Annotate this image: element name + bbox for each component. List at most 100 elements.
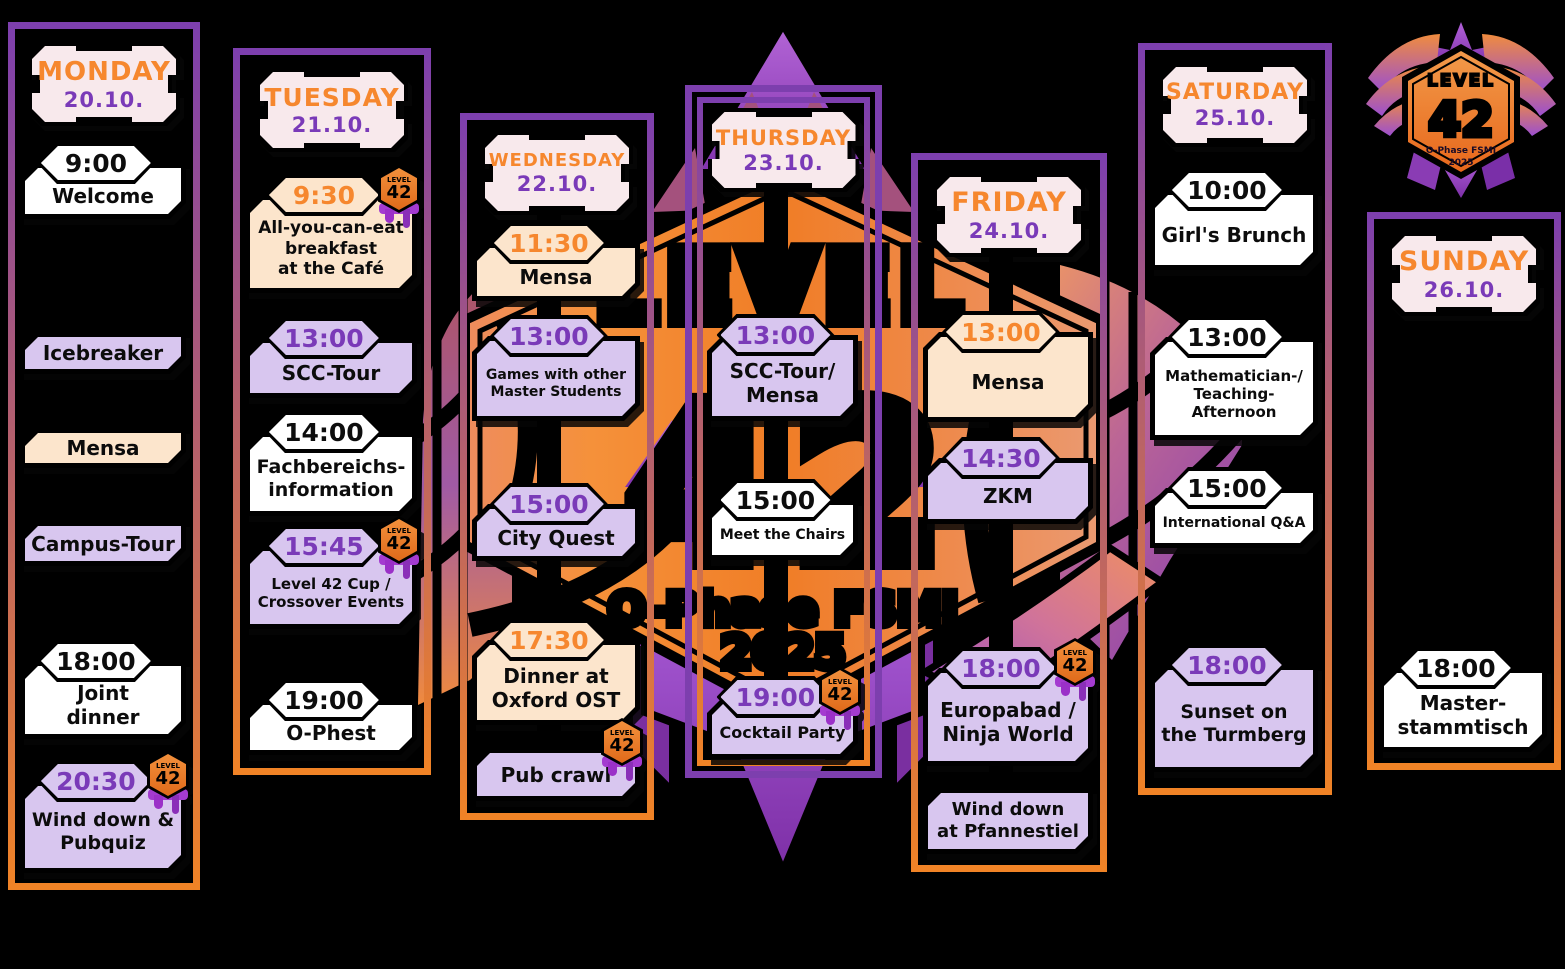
column-border-top (8, 22, 200, 29)
event-title: Girl's Brunch (1161, 223, 1307, 247)
day-column-thursday: THURSDAY 23.10. (685, 85, 882, 778)
paint-drip (626, 762, 633, 781)
event-time-badge: 14:30 (942, 437, 1060, 479)
event-time-badge: 15:00 (716, 479, 834, 521)
event-time: 19:00 (735, 682, 816, 712)
event-time: 13:00 (961, 317, 1041, 347)
paint-drip (608, 762, 617, 776)
paint-drip (826, 711, 835, 725)
event-title: Mensa (971, 370, 1045, 394)
column-border-left (8, 22, 15, 890)
paint-drip (385, 560, 394, 574)
column-border-top (911, 153, 1107, 160)
day-column-friday: FRIDAY 24.10. (911, 153, 1107, 872)
event-time: 19:00 (284, 685, 364, 715)
event-card: O-Phest 19:00 (245, 700, 417, 755)
event-title: Sunset on the Turmberg (1161, 700, 1307, 746)
column-border-right (424, 48, 431, 775)
event-card: Pub crawl LEVEL 42 (472, 718, 643, 801)
logo-sub2-text: 2025 (1448, 158, 1473, 168)
column-border-bottom (460, 813, 654, 820)
day-column-sunday: SUNDAY 26.10. (1367, 212, 1561, 770)
column-border-right (647, 113, 654, 820)
spike-diag-left2 (652, 148, 706, 212)
day-date: 26.10. (1423, 278, 1505, 302)
paint-drip (844, 711, 851, 730)
day-name: TUESDAY (264, 83, 400, 112)
event-title: SCC-Tour/ Mensa (729, 359, 836, 407)
day-date: 20.10. (63, 87, 145, 112)
event-time-badge: 15:00 (490, 483, 608, 525)
day-date: 23.10. (743, 150, 824, 175)
ticket-tab-bottom (76, 117, 132, 126)
event-title: Meet the Chairs (719, 526, 846, 543)
logo-sub1-text: O-Phase FSMI (1426, 146, 1496, 156)
event-card: SCC-Tour/ Mensa 13:00 (707, 335, 858, 421)
event-title: Mensa (519, 265, 593, 289)
column-border-right (193, 22, 200, 890)
ticket-tab-bottom (755, 183, 812, 192)
day-column-saturday: SATURDAY 25.10. (1138, 43, 1332, 795)
column-border-left (1138, 43, 1145, 795)
day-date: 25.10. (1194, 106, 1276, 130)
event-time-badge: 18:00 (1168, 644, 1286, 686)
event-title: All-you-can-eat breakfast at the Café (258, 218, 404, 280)
event-time-badge: 13:00 (490, 315, 608, 357)
paint-drip (1061, 682, 1070, 696)
column-border-bottom (911, 865, 1107, 872)
event-time-badge: 15:00 (1168, 467, 1286, 509)
event-card: Europabad / Ninja World 18:00 LEVEL 42 (923, 638, 1096, 766)
event-card: Girl's Brunch 10:00 (1150, 190, 1318, 270)
column-border-right (1554, 212, 1561, 770)
event-title: Dinner at Oxford OST (491, 663, 621, 712)
column-border-top (685, 85, 882, 92)
column-border-left (233, 48, 240, 775)
ticket-tab-top (755, 108, 812, 117)
event-time-badge: 10:00 (1168, 169, 1286, 211)
ticket-tab-top (76, 42, 132, 51)
column-border-left (1367, 212, 1374, 770)
day-date: 21.10. (291, 113, 373, 137)
event-time: 14:00 (284, 417, 364, 447)
event-time: 20:30 (56, 766, 136, 796)
column-border-bottom (1367, 763, 1561, 770)
paint-drip (1079, 682, 1086, 701)
event-title: Games with other Master Students (485, 366, 627, 400)
event-title: Wind down at Pfannestiel (937, 799, 1079, 842)
event-title: Joint dinner (66, 681, 140, 729)
event-card: All-you-can-eat breakfast at the Café 9:… (245, 165, 420, 293)
event-time-badge: 13:00 (716, 314, 834, 356)
event-time: 9:30 (292, 180, 356, 210)
day-header-saturday: SATURDAY 25.10. (1159, 63, 1311, 147)
event-time: 13:00 (509, 321, 589, 351)
event-time: 14:30 (961, 443, 1041, 473)
event-card: Dinner at Oxford OST 17:30 (472, 640, 640, 725)
event-title: Mathematician-/ Teaching- Afternoon (1165, 366, 1303, 421)
day-date: 22.10. (516, 172, 598, 196)
column-border-top (1138, 43, 1332, 50)
event-time-badge: 15:45 (265, 525, 383, 567)
paint-drip (154, 795, 163, 809)
event-card: City Quest 15:00 (472, 504, 640, 561)
day-name: MONDAY (37, 56, 171, 87)
event-card: Joint dinner 18:00 (20, 661, 186, 739)
event-time: 18:00 (1187, 650, 1267, 680)
event-card: Wind down at Pfannestiel (923, 788, 1093, 854)
event-time-badge: 13:00 (265, 317, 383, 359)
event-time-badge: 20:30 (37, 760, 155, 802)
event-card: Wind down & Pubquiz 20:30 LEVEL 42 (20, 751, 189, 873)
event-time: 9:00 (64, 148, 128, 178)
event-title: Welcome (52, 184, 154, 208)
day-name: THURSDAY (715, 125, 852, 150)
column-border-top (233, 48, 431, 55)
day-header-friday: FRIDAY 24.10. (933, 173, 1085, 257)
event-title: Cocktail Party (719, 723, 846, 743)
ticket-tab-bottom (304, 143, 360, 152)
level42-mini-badge: LEVEL 42 (1051, 638, 1099, 701)
event-card: SCC-Tour 13:00 (245, 338, 417, 398)
event-time-badge: 13:00 (942, 311, 1060, 353)
event-title: International Q&A (1162, 514, 1306, 531)
event-time-badge: 17:30 (490, 619, 608, 661)
event-time: 13:00 (735, 320, 816, 350)
